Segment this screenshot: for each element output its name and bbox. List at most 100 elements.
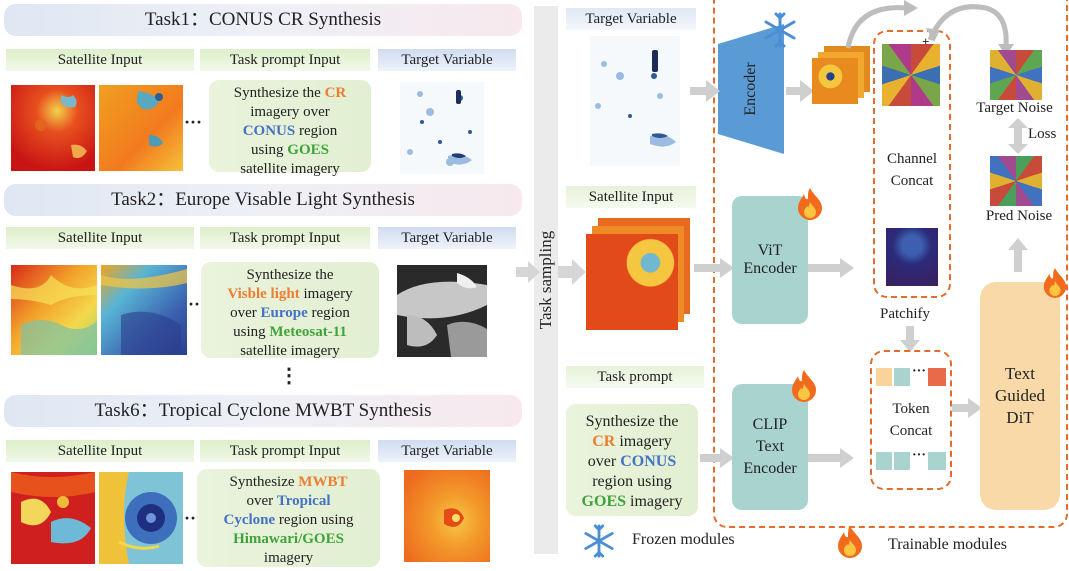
task6-title: Task6：Tropical Cyclone MWBT Synthesis (4, 395, 522, 427)
task1-dots: ··· (184, 112, 203, 132)
prompt-segment: imagery (626, 493, 683, 510)
prompt-line: over Europe region (201, 304, 379, 323)
prompt-segment: Tropical (276, 493, 331, 509)
channel-concat-frame (873, 30, 951, 298)
prompt-segment: Europe (260, 305, 308, 321)
arrow-clip-to-token (808, 448, 854, 468)
pred-noise-cube (990, 156, 1042, 206)
right-target-variable-image (590, 36, 680, 166)
pred-noise-label: Pred Noise (985, 208, 1053, 224)
prompt-segment: imagery over (250, 104, 330, 120)
frozen-modules-label: Frozen modules (632, 531, 735, 548)
task1-prompt-header: Task prompt Input (200, 49, 370, 71)
vertical-ellipsis: ⋮ (279, 365, 299, 387)
prompt-line: Synthesize the CR (209, 84, 371, 103)
target-noise-label: Target Noise (976, 100, 1053, 116)
task6-satellite-image-2 (99, 472, 183, 564)
prompt-line: satellite imagery (201, 342, 379, 361)
right-satellite-input-label: Satellite Input (566, 186, 696, 208)
fire-icon-vit (798, 188, 822, 220)
task2-target-header: Target Variable (378, 227, 516, 249)
prompt-segment: over (246, 493, 277, 509)
prompt-line: CONUS region (209, 122, 371, 141)
prompt-segment: imagery (299, 286, 353, 302)
prompt-line: Himawari/GOES (197, 530, 380, 549)
prompt-line: region using (566, 472, 698, 492)
prompt-segment: GOES (287, 142, 329, 158)
arrow-vit-to-concat (808, 258, 854, 278)
prompt-segment: satellite imagery (240, 343, 340, 359)
prompt-segment: using (233, 324, 270, 340)
prompt-segment: region using (592, 473, 672, 490)
task6-satellite-image-1 (11, 472, 95, 564)
sampling-arrow-left (516, 261, 540, 283)
fire-icon-dit (1043, 268, 1067, 298)
arrow-dit-to-pred (1008, 238, 1028, 272)
right-task-prompt-label: Task prompt (566, 366, 704, 388)
prompt-segment: Synthesize the (585, 413, 679, 430)
right-target-variable-label: Target Variable (566, 8, 696, 30)
task1-satellite-image-1 (11, 85, 95, 171)
prompt-segment: imagery (615, 433, 672, 450)
prompt-segment: CONUS (620, 453, 677, 470)
arrow-patchify-down (900, 326, 920, 352)
prompt-line: imagery (197, 549, 380, 568)
prompt-line: Cyclone region using (197, 511, 380, 530)
prompt-segment: MWBT (298, 474, 348, 490)
prompt-line: imagery over (209, 103, 371, 122)
prompt-line: using GOES (209, 141, 371, 160)
task6-prompt-header: Task prompt Input (200, 440, 370, 462)
arrow-target-to-encoder (690, 80, 720, 102)
prompt-segment: Himawari/GOES (233, 531, 344, 547)
latent-stack (812, 46, 872, 106)
loss-label: Loss (1028, 126, 1057, 142)
prompt-segment: Visble light (227, 286, 300, 302)
satellite-input-stack (586, 218, 696, 330)
token-row-top: ··· (876, 364, 948, 386)
task1-target-header: Target Variable (378, 49, 516, 71)
snowflake-icon-encoder (764, 12, 796, 48)
prompt-segment: region (307, 305, 350, 321)
arrow-prompt-to-clip (700, 448, 734, 468)
snowflake-icon-legend (584, 524, 614, 558)
prompt-segment: satellite imagery (240, 161, 340, 177)
plus-sign: + (922, 34, 930, 49)
task2-title: Task2：Europe Visable Light Synthesis (4, 184, 522, 216)
task2-satellite-header: Satellite Input (6, 227, 194, 249)
prompt-segment: imagery (263, 550, 314, 566)
target-noise-cube (990, 50, 1042, 100)
prompt-segment: region using (275, 512, 354, 528)
token-row-bottom: ··· (876, 448, 948, 470)
task6-target-image (404, 470, 490, 562)
task1-title: Task1：CONUS CR Synthesis (4, 4, 522, 36)
prompt-line: over CONUS (566, 452, 698, 472)
prompt-line: Synthesize MWBT (197, 473, 380, 492)
encoder-label: Encoder (742, 62, 759, 116)
task2-target-image (397, 265, 487, 357)
task6-target-header: Target Variable (378, 440, 516, 462)
prompt-segment: Synthesize the (246, 267, 334, 283)
prompt-segment: region (295, 123, 338, 139)
encoder-block (718, 24, 784, 154)
arrow-encoder-to-latent (786, 80, 814, 102)
curved-arrows-top (845, 0, 1014, 56)
prompt-line: GOES imagery (566, 492, 698, 512)
sampling-arrow-right (558, 259, 586, 285)
prompt-segment: using (251, 142, 288, 158)
noise-cube (882, 44, 940, 106)
prompt-line: Synthesize the (566, 412, 698, 432)
prompt-segment: CR (592, 433, 616, 450)
task1-satellite-header: Satellite Input (6, 49, 194, 71)
token-concat-frame (870, 350, 952, 490)
task-sampling-bar (534, 6, 558, 554)
prompt-segment: CONUS (242, 123, 296, 139)
arrow-token-to-dit (952, 398, 982, 418)
task2-satellite-image-2 (101, 265, 187, 355)
vit-feature-map (886, 228, 938, 286)
